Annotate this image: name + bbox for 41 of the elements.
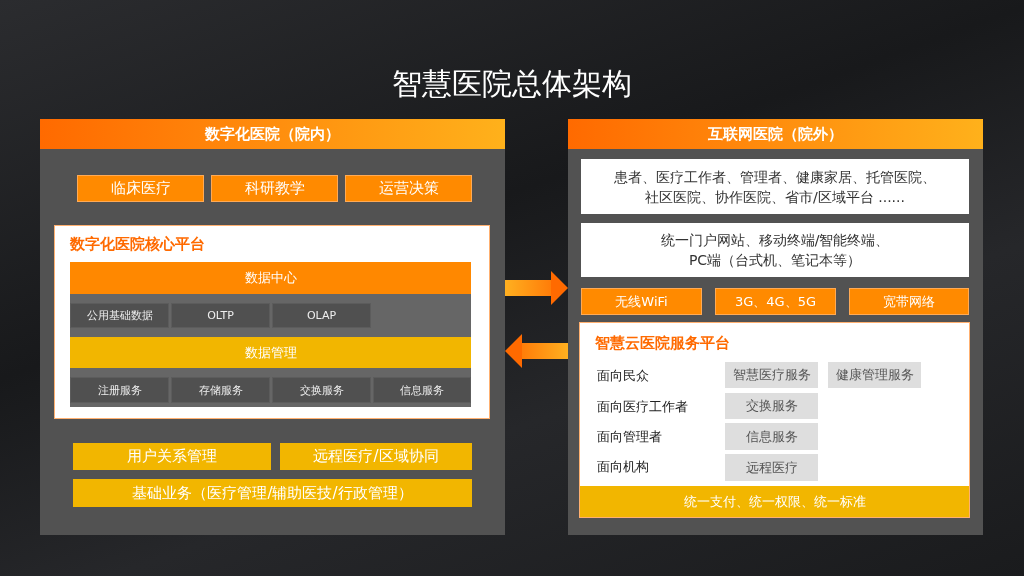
service-tile: OLAP	[272, 303, 371, 328]
row-label: 面向管理者	[597, 428, 662, 446]
hospital-panel	[568, 119, 983, 535]
panel-header: 数字化医院（院内）	[40, 119, 505, 149]
platform-card	[55, 226, 489, 418]
service-tile: 信息服务	[725, 423, 818, 450]
service-tile: 交换服务	[272, 377, 371, 403]
row-label: 面向医疗工作者	[597, 398, 688, 416]
business-block: 基础业务（医疗管理/辅助医技/行政管理）	[73, 479, 472, 507]
service-tile: 信息服务	[373, 377, 471, 403]
function-block: 运营决策	[345, 175, 472, 202]
service-tile: 健康管理服务	[828, 362, 921, 388]
network-block: 3G、4G、5G	[715, 288, 836, 315]
business-block: 远程医疗/区域协同	[280, 443, 472, 470]
layer-bar: 数据中心	[70, 262, 471, 294]
service-tile: 远程医疗	[725, 454, 818, 481]
service-tile: 智慧医疗服务	[725, 362, 818, 388]
text-card: 患者、医疗工作者、管理者、健康家居、托管医院、社区医院、协作医院、省市/区域平台 ......	[581, 159, 969, 214]
function-block: 临床医疗	[77, 175, 204, 202]
network-block: 无线WiFi	[581, 288, 702, 315]
business-block: 用户关系管理	[73, 443, 271, 470]
hospital-panel	[40, 119, 505, 535]
layer-bar: 数据管理	[70, 337, 471, 368]
row-label: 面向民众	[597, 367, 649, 385]
arrow	[505, 271, 568, 305]
standards-bar: 统一支付、统一权限、统一标准	[580, 486, 969, 517]
page-title: 智慧医院总体架构	[391, 65, 633, 103]
service-tile: OLTP	[171, 303, 270, 328]
panel-header: 互联网医院（院外）	[568, 119, 983, 149]
function-block: 科研教学	[211, 175, 338, 202]
platform-title: 智慧云医院服务平台	[595, 333, 730, 354]
row-label: 面向机构	[597, 458, 649, 476]
text-card: 统一门户网站、移动终端/智能终端、PC端（台式机、笔记本等）	[581, 223, 969, 277]
service-tile: 存储服务	[171, 377, 270, 403]
service-tile: 交换服务	[725, 393, 818, 419]
platform-card	[580, 323, 969, 517]
network-block: 宽带网络	[849, 288, 969, 315]
arrow	[505, 334, 568, 368]
platform-title: 数字化医院核心平台	[70, 234, 205, 255]
service-tile: 注册服务	[70, 377, 169, 403]
service-tile: 公用基础数据	[70, 303, 169, 328]
